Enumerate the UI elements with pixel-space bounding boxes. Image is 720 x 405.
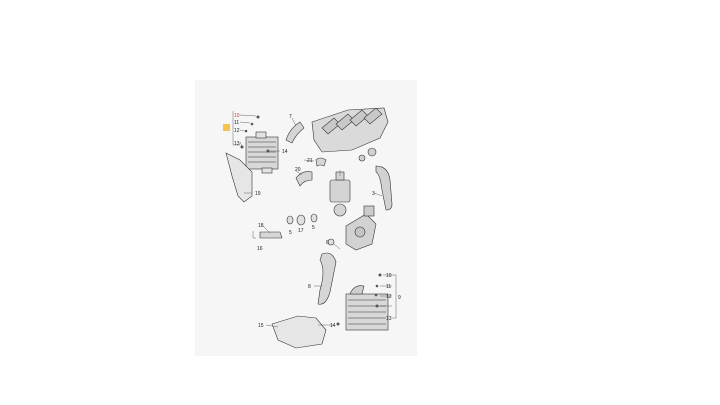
upper-air-duct[interactable] <box>225 152 253 203</box>
intake-manifold[interactable] <box>311 107 389 162</box>
callout-15: 15 <box>258 323 264 329</box>
throttle-body[interactable] <box>329 171 351 217</box>
callout-7: 7 <box>289 114 292 120</box>
callout-17: 17 <box>298 228 304 234</box>
lower-air-duct[interactable] <box>271 315 327 349</box>
highlight-marker <box>223 124 230 131</box>
callout-5-right: 5 <box>312 225 315 231</box>
callout-12-bottom: 12 <box>386 294 392 300</box>
callout-14-top: 14 <box>282 149 288 155</box>
callout-3: 3 <box>372 191 375 197</box>
callout-9: 9 <box>398 295 401 301</box>
callout-11-top: 11 <box>234 120 239 126</box>
clamp-6[interactable] <box>327 238 335 246</box>
callout-16: 16 <box>257 246 263 252</box>
callout-21: 21 <box>307 158 313 164</box>
callout-8: 8 <box>308 284 311 290</box>
callout-19: 19 <box>255 191 261 197</box>
hose-21[interactable] <box>315 157 327 167</box>
callout-20: 20 <box>295 167 301 173</box>
lower-bolts <box>336 273 382 326</box>
callout-13-top: 13 <box>234 141 240 147</box>
upper-intercooler[interactable] <box>245 131 279 174</box>
clamps-row[interactable] <box>286 213 318 226</box>
callout-12-top: 12 <box>234 128 240 134</box>
callout-10-bottom: 10 <box>386 273 392 279</box>
callout-10-top: 10 <box>234 113 240 119</box>
callout-14-bottom: 14 <box>330 323 336 329</box>
callout-18: 18 <box>258 223 264 229</box>
callout-11-bottom: 11 <box>386 284 391 290</box>
callout-6: 6 <box>326 240 329 246</box>
hose-8[interactable] <box>317 252 337 305</box>
callout-5-left: 5 <box>289 230 292 236</box>
turbo-housing[interactable] <box>345 205 377 251</box>
hose-upper[interactable] <box>285 121 305 144</box>
lower-intercooler[interactable] <box>345 285 389 331</box>
upper-bolts <box>240 115 270 153</box>
hose-3[interactable] <box>375 165 393 211</box>
callout-13-bottom: 13 <box>386 316 392 322</box>
hose-20[interactable] <box>295 171 313 187</box>
leader-lines <box>232 111 397 328</box>
callout-labels: 10 11 12 13 14 19 21 20 7 3 18 16 5 17 5… <box>234 113 401 329</box>
pipe-18[interactable] <box>259 231 283 239</box>
